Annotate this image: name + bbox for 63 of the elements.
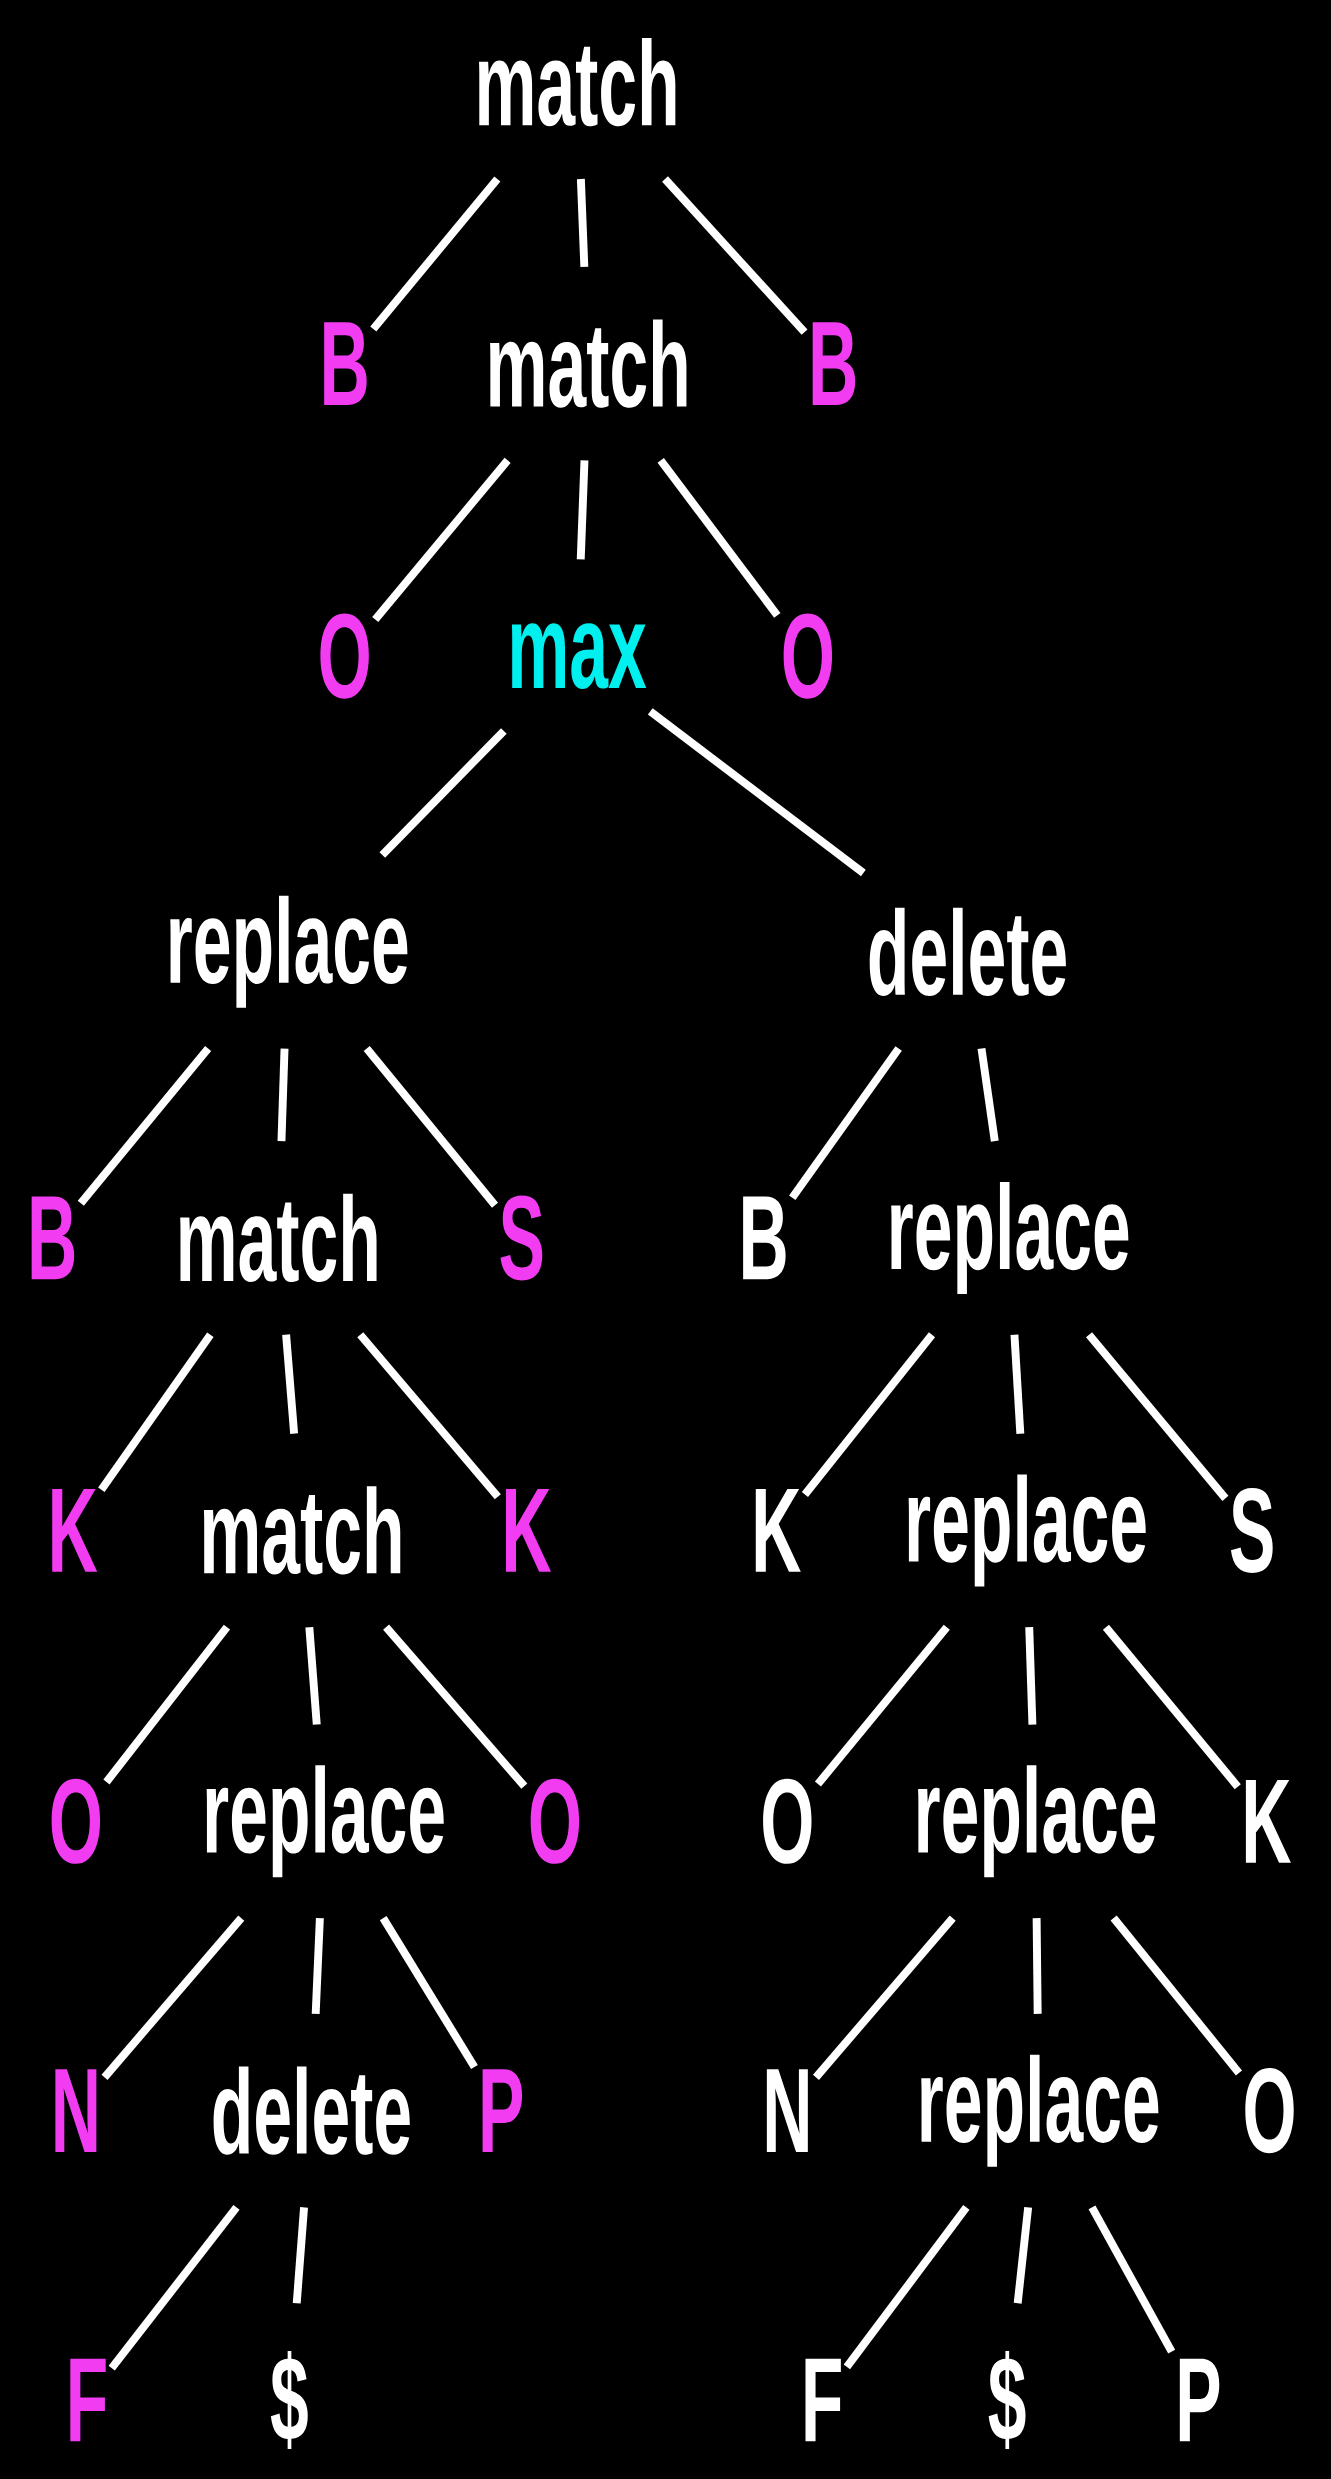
branch-line <box>101 1915 245 2080</box>
tree-node-label: B <box>324 322 367 405</box>
tree-node-label: max <box>511 623 647 690</box>
tree-node-label: O <box>1245 2068 1294 2154</box>
branch-line <box>1088 2205 1176 2354</box>
tree-node-label: match <box>180 1193 377 1283</box>
tree-node-label: K <box>755 1489 801 1572</box>
tree-node-label: delete <box>213 2066 410 2155</box>
tree-node-label: replace <box>918 1765 1156 1878</box>
tree-node-label: match <box>490 319 687 408</box>
tree-node-label: K <box>1245 1780 1291 1863</box>
branch-line <box>370 176 501 332</box>
branch-line <box>814 1624 950 1787</box>
branch-line <box>843 2205 970 2370</box>
tree-node-label: O <box>783 613 832 699</box>
tree-node-label: B <box>31 1196 75 1280</box>
branch-line <box>1110 1915 1242 2076</box>
tree-node-label: B <box>743 1196 786 1280</box>
tree-node-label: N <box>766 2069 808 2152</box>
branch-line <box>812 1915 956 2080</box>
branch-line <box>788 1046 902 1201</box>
tree-node-label: $ <box>270 2350 308 2450</box>
tree-node-label: O <box>320 613 369 699</box>
branch-line <box>372 457 511 622</box>
tree-node-label: F <box>805 2358 841 2442</box>
tree-node-label: F <box>70 2358 106 2442</box>
branch-line <box>1102 1624 1241 1790</box>
tree-node-label: $ <box>988 2350 1026 2450</box>
tree-node-label: replace <box>891 1181 1129 1294</box>
branch-line <box>357 1332 501 1500</box>
branch-line <box>103 1624 230 1785</box>
branch-line <box>98 1332 214 1492</box>
tree-node-label: delete <box>869 907 1066 996</box>
tree-node-label: replace <box>908 1474 1146 1587</box>
tree-node-label: replace <box>921 2054 1159 2167</box>
tree-node-label: match <box>478 38 676 127</box>
branch-line <box>311 1917 324 2015</box>
tree-node-label: match <box>203 1486 401 1575</box>
tree-node-label: K <box>505 1489 551 1572</box>
branch-line <box>647 708 866 877</box>
branch-line <box>379 1916 478 2070</box>
branch-line <box>576 178 589 268</box>
tree-node-label: K <box>52 1489 98 1572</box>
tree-node-label: replace <box>206 1765 444 1878</box>
branch-line <box>379 728 507 858</box>
tree-node-label: O <box>530 1778 579 1864</box>
tree-node-label: O <box>763 1778 812 1864</box>
branch-line <box>77 1046 212 1206</box>
tree-node-label: N <box>55 2069 97 2152</box>
branch-line <box>383 1624 528 1789</box>
branch-line <box>1085 1332 1229 1501</box>
tree-node-label: S <box>500 1195 543 1281</box>
branch-line <box>363 1046 498 1208</box>
branch-line <box>108 2205 240 2371</box>
tree-node-label: P <box>1179 2358 1220 2442</box>
tree-node-label: S <box>1230 1487 1273 1573</box>
tree-node-label: P <box>482 2069 522 2152</box>
branch-line <box>657 458 781 618</box>
tree-node-label: replace <box>170 895 408 1008</box>
branch-line <box>801 1332 935 1497</box>
tree-node-label: O <box>51 1778 100 1864</box>
branch-line <box>662 176 808 335</box>
tree-node-label: B <box>812 322 856 405</box>
